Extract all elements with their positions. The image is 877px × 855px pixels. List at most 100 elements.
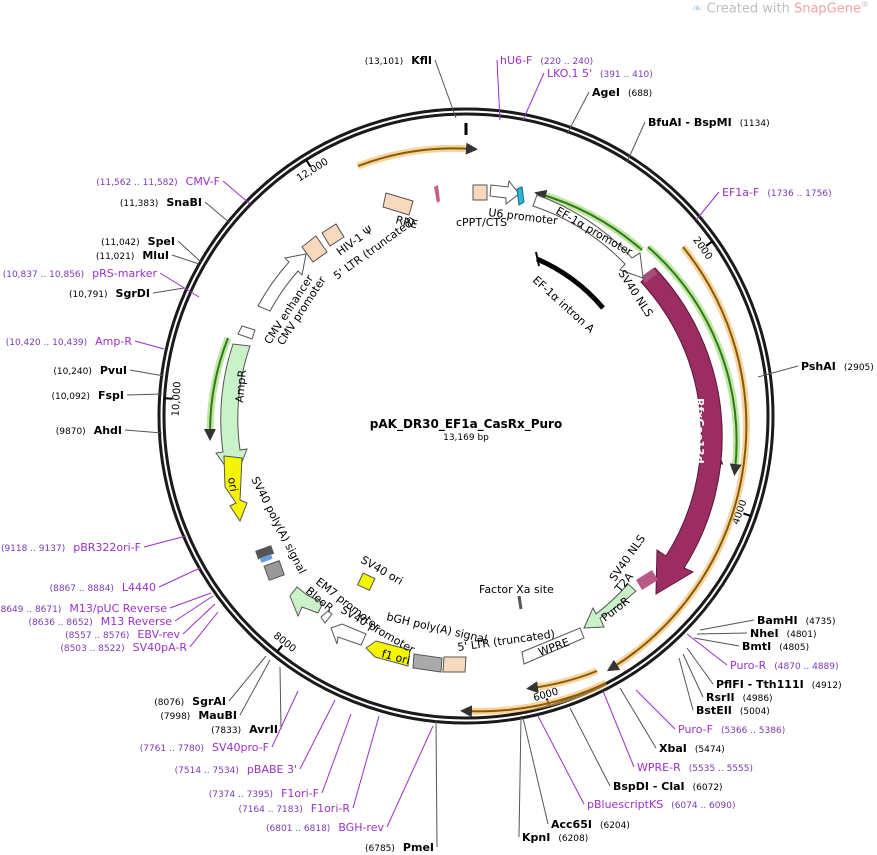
- enzyme-name: MauBI: [198, 709, 237, 722]
- primer-name: SV40pro-F: [212, 741, 269, 754]
- leader-line: [522, 717, 549, 825]
- site-coordinate: (5535 .. 5555): [689, 764, 753, 774]
- primer-label: LKO.1 5'(391 .. 410): [522, 67, 653, 121]
- enzyme-name: RsrII: [706, 691, 735, 704]
- site-coordinate: (7164 .. 7183): [238, 805, 302, 815]
- site-coordinate: (4735): [806, 617, 836, 627]
- enzyme-name: NheI: [750, 627, 779, 640]
- enzyme-name: PshAI: [801, 360, 836, 373]
- primer-name: EBV-rev: [137, 628, 180, 641]
- site-coordinate: (7374 .. 7395): [209, 790, 273, 800]
- primer-name: hU6-F: [500, 54, 532, 67]
- enzyme-name: BmtI: [742, 640, 771, 653]
- enzyme-label: SgrAI(8076): [154, 655, 267, 708]
- leader-line: [169, 592, 212, 609]
- bleor-feature: [289, 586, 324, 618]
- f1-ori-feature: [365, 640, 411, 667]
- primer-name: CMV-F: [186, 175, 220, 188]
- primer-name: EF1a-F: [722, 186, 759, 199]
- leader-line: [635, 689, 676, 730]
- leader-line: [678, 657, 694, 711]
- site-coordinate: (6072): [693, 783, 723, 793]
- site-coordinate: (8557 .. 8576): [65, 631, 129, 641]
- primer-label: M13/pUC Reverse(8649 .. 8671): [0, 592, 212, 615]
- primer-label: pBR322ori-F(9118 .. 9137): [1, 535, 187, 554]
- enzyme-label: PflFI - Tth111I(4912): [686, 647, 842, 691]
- site-coordinate: (5474): [695, 745, 725, 755]
- primer-label: M13 Reverse(8636 .. 8652): [29, 595, 214, 628]
- enzyme-label: PvuI(10,240): [53, 364, 165, 377]
- tick-mark: [743, 512, 752, 517]
- tick-mark: [705, 240, 713, 247]
- leader-line: [696, 632, 748, 635]
- enzyme-label: AvrII (7833): [211, 666, 282, 736]
- feature-label-rfxcas13d: RfxCas13d: [693, 398, 706, 464]
- site-coordinate: (8503 .. 8522): [60, 644, 124, 654]
- snapgene-watermark: ❧ Created with SnapGene®: [691, 0, 869, 17]
- primer-name: Puro-R: [730, 659, 767, 672]
- marker-blue: [259, 554, 273, 563]
- enzyme-label: MluI(11,021): [96, 249, 200, 265]
- site-coordinate: (7761 .. 7780): [140, 744, 204, 754]
- primer-label: CMV-F (11,562 .. 11,582): [96, 175, 251, 205]
- ef1a-intron-feature: [536, 256, 605, 310]
- site-coordinate: (5366 .. 5386): [721, 726, 785, 736]
- cmv-feature: [257, 253, 307, 312]
- site-coordinate: (5004): [740, 707, 770, 717]
- enzyme-label: KflI(13,101): [365, 54, 457, 119]
- enzyme-name: PvuI: [100, 364, 127, 377]
- site-coordinate: (10,420 .. 10,439): [6, 338, 87, 348]
- leader-line: [352, 715, 380, 809]
- site-coordinate: (4801): [787, 630, 817, 640]
- site-coordinate: (8867 .. 8884): [50, 584, 114, 594]
- site-coordinate: (6074 .. 6090): [671, 801, 735, 811]
- enzyme-name: SpeI: [148, 235, 175, 248]
- enzyme-label: SgrDI(10,791): [69, 287, 185, 300]
- primer-name: F1ori-F: [281, 787, 319, 800]
- t2a-feature: [636, 570, 658, 590]
- enzyme-name: XbaI: [659, 742, 687, 755]
- leader-line: [434, 59, 457, 119]
- primer-label: pBluescriptKS(6074 .. 6090): [537, 715, 735, 811]
- primer-name: Puro-F: [678, 723, 713, 736]
- site-labels: KflI(13,101)AgeI(688)BfuAI - BspMI(1134)…: [0, 54, 874, 854]
- site-coordinate: (220 .. 240): [540, 57, 593, 67]
- leader-line: [566, 91, 590, 135]
- site-coordinate: (11,562 .. 11,582): [96, 178, 177, 188]
- em7-promoter-feature: [320, 610, 333, 624]
- primer-label: Puro-R(4870 .. 4889): [686, 633, 839, 672]
- site-coordinate: (7833): [211, 726, 241, 736]
- primer-label: WPRE-R(5535 .. 5555): [602, 690, 753, 774]
- primer-label: F1ori-R(7164 .. 7183): [238, 715, 380, 815]
- primer-label: EF1a-F(1736 .. 1756): [695, 186, 832, 221]
- leader-line: [626, 121, 646, 163]
- leader-line: [239, 659, 271, 716]
- marker-grey: [263, 560, 285, 581]
- primer-name: pBABE 3': [247, 763, 297, 776]
- enzyme-name: BspDI - ClaI: [613, 780, 685, 793]
- marker-pink: [434, 185, 440, 203]
- leader-line: [686, 633, 728, 666]
- tick-mark: [305, 159, 312, 168]
- leader-line: [686, 647, 714, 685]
- enzyme-name: AgeI: [592, 86, 620, 99]
- primer-track-orange-bottom1: [531, 667, 599, 692]
- backbone-outer: [157, 107, 775, 725]
- leader-line: [279, 666, 282, 730]
- sv40-ori-feature: [356, 572, 376, 591]
- site-coordinate: (391 .. 410): [600, 70, 653, 80]
- sv40-promoter-feature: [330, 623, 367, 646]
- leader-line: [386, 725, 434, 828]
- leader-line: [619, 687, 657, 749]
- bgh-polya-feature: [412, 653, 443, 673]
- factor-xa-site: [517, 595, 523, 610]
- leader-line: [695, 191, 720, 221]
- enzyme-name: AvrII: [249, 723, 278, 736]
- site-coordinate: (6785): [365, 844, 395, 854]
- leader-line: [189, 611, 219, 648]
- site-coordinate: (4912): [812, 681, 842, 691]
- leader-line: [134, 340, 165, 350]
- rre-feature: [382, 192, 414, 216]
- primer-label: Puro-F (5366 .. 5386): [635, 689, 785, 736]
- enzyme-name: FspI: [98, 389, 124, 402]
